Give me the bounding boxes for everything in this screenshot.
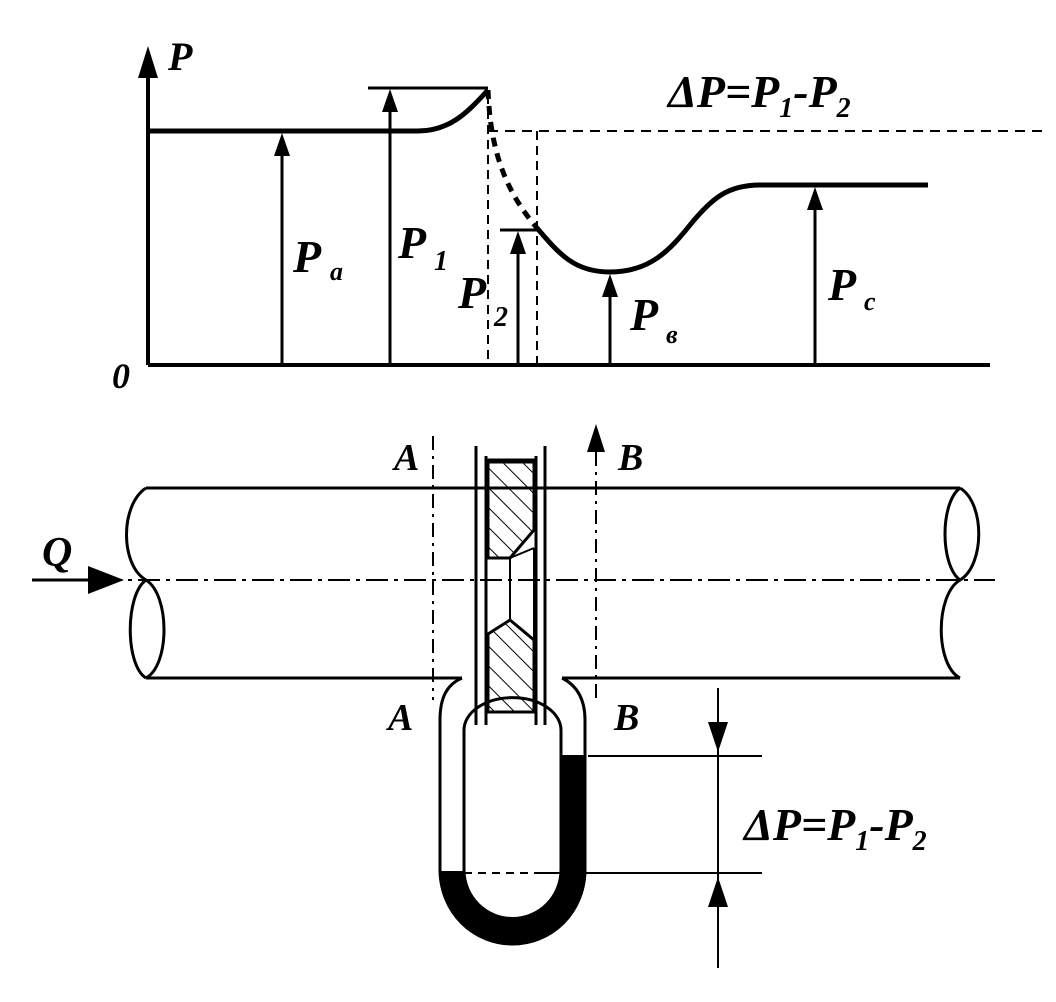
pressure-graph: P 0	[112, 34, 1046, 396]
flow-arrow-head	[88, 566, 124, 594]
delta-formula-bottom: ΔP=P1-P2	[742, 799, 927, 857]
pipe-break-left-inner	[128, 578, 148, 680]
label-pc: P	[827, 259, 857, 310]
label-pc-sub: c	[864, 287, 876, 316]
manometer-inner-top	[462, 696, 563, 731]
section-b-bottom-label: B	[613, 697, 639, 739]
label-pv: P	[629, 289, 659, 340]
arrow-p1	[382, 89, 398, 365]
arrow-pv	[602, 274, 618, 365]
manometer-inner-wall	[462, 730, 563, 920]
label-p1-sub: 1	[434, 246, 448, 277]
section-b-top-label: B	[617, 437, 643, 479]
y-axis-arrowhead	[138, 46, 158, 78]
label-p2: P	[457, 267, 487, 318]
arrow-p2	[510, 231, 526, 365]
orifice-plate-lower	[486, 618, 536, 714]
label-p1: P	[397, 217, 427, 268]
origin-label: 0	[112, 356, 130, 396]
flow-label-q: Q	[42, 530, 72, 576]
label-pa: P	[292, 231, 322, 282]
section-a-bottom-label: A	[386, 697, 413, 739]
axis-label-p: P	[167, 34, 193, 79]
tap-shoulder-right	[561, 676, 587, 721]
manometer-liquid	[438, 755, 586, 946]
arrow-pc	[807, 187, 823, 365]
pressure-curve-dashed-drop	[485, 89, 539, 230]
label-pv-sub: в	[666, 320, 678, 349]
pressure-curve-inlet	[148, 88, 490, 134]
pipe-break-right-inner	[943, 486, 962, 582]
label-pa-sub: a	[330, 257, 343, 286]
dim-arrow-down	[708, 722, 728, 752]
delta-formula-top-text: ΔP=P	[666, 66, 780, 117]
dim-arrow-up	[708, 877, 728, 907]
delta-formula-top: ΔP=P1-P2	[666, 66, 851, 124]
u-tube-manometer	[438, 696, 587, 946]
orifice-plate-upper	[486, 460, 536, 560]
label-p2-sub: 2	[493, 302, 508, 333]
section-b-arrowhead	[587, 424, 605, 452]
arrow-pa	[274, 133, 290, 365]
section-a-top-label: A	[392, 437, 419, 479]
tap-shoulder-left	[438, 676, 463, 721]
pipe-assembly: Q A A B B	[32, 424, 995, 739]
pressure-curve-outlet	[535, 182, 928, 275]
delta-p-dimension: ΔP=P1-P2	[540, 688, 927, 968]
